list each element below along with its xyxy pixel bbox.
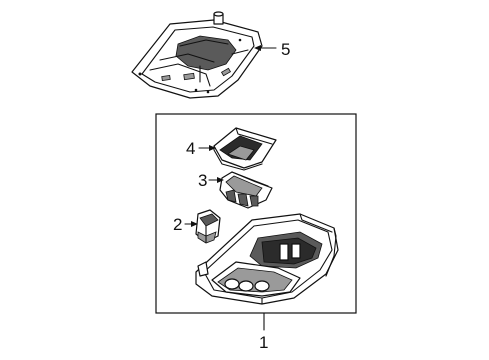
part-1-console-housing <box>195 213 339 305</box>
leader-2 <box>184 221 198 227</box>
callout-1: 1 <box>259 333 268 352</box>
assembly-box <box>155 113 357 314</box>
leader-5 <box>254 45 277 51</box>
callout-4: 4 <box>186 139 195 158</box>
callout-2: 2 <box>173 215 182 234</box>
part-5-roof-bracket <box>131 11 263 99</box>
callout-5: 5 <box>281 40 290 59</box>
leader-3 <box>208 177 224 183</box>
part-4-lens <box>213 127 277 171</box>
part-2-bulb <box>195 209 221 244</box>
callout-3: 3 <box>198 171 207 190</box>
leader-4 <box>198 145 216 151</box>
part-3-switch <box>219 171 273 209</box>
